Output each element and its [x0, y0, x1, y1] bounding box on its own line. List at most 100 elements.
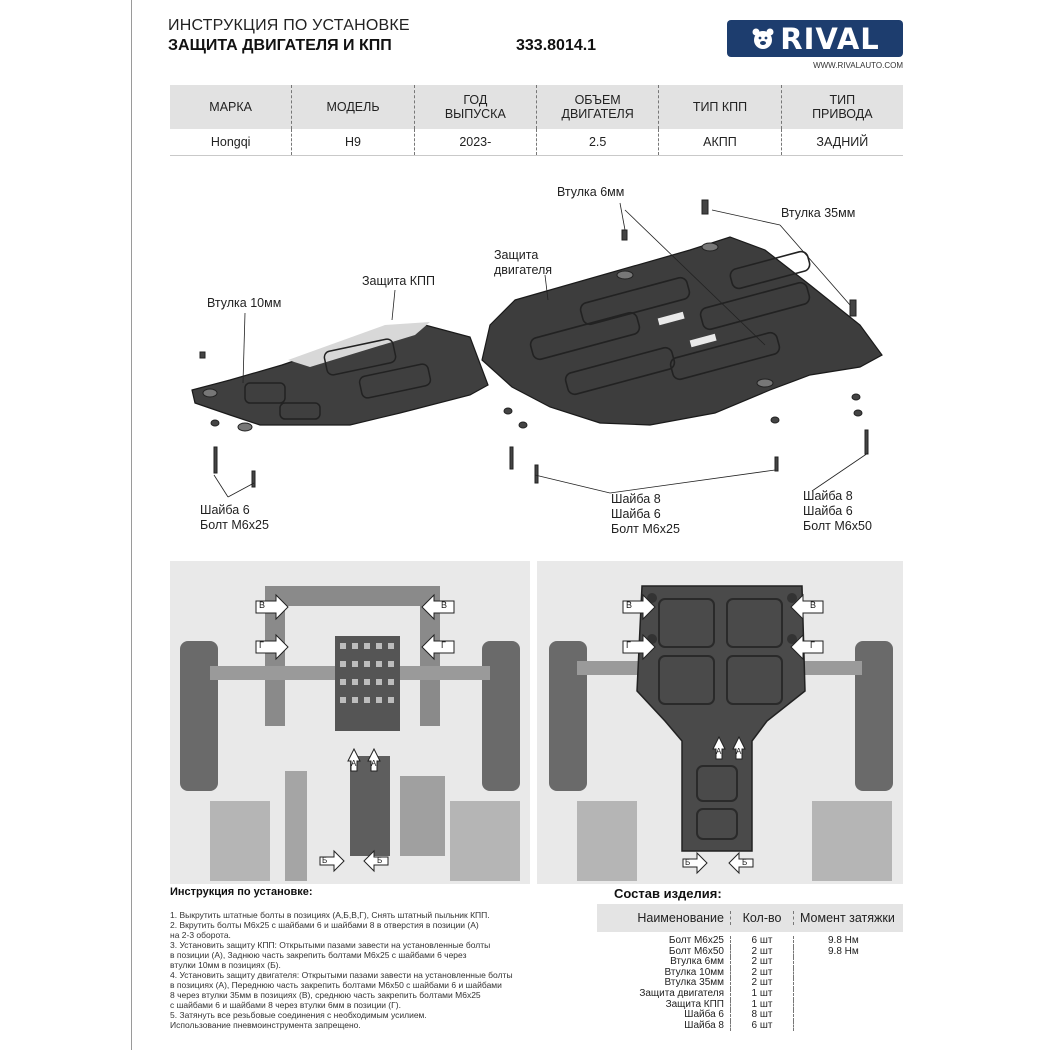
instruction-step: 5. Затянуть все резьбовые соединения с н… [170, 1010, 427, 1030]
spec-header-cell: ОБЪЕМ ДВИГАТЕЛЯ [537, 85, 660, 129]
website-link[interactable]: WWW.RIVALAUTO.COM [813, 61, 903, 70]
bom-row: Втулка 10мм 2 шт [597, 966, 903, 979]
bom-item-qty: 2 шт [730, 957, 794, 968]
label-gearbox-guard: Защита КПП [362, 274, 436, 288]
bom-item-qty: 1 шт [730, 999, 794, 1011]
bom-item-torque: 9.8 Нм [828, 945, 859, 957]
spec-header-cell: ГОД ВЫПУСКА [415, 85, 537, 129]
marker-b-left: Б [322, 856, 328, 865]
label-bushing-35mm: Втулка 35мм [781, 206, 856, 220]
marker-g-right: Г [810, 640, 815, 650]
label-washer-bolt-left: Шайба 6 Болт М6х25 [200, 503, 269, 532]
bom-row: Болт М6х50 2 шт 9.8 Нм [597, 945, 903, 958]
marker-g-right: Г [441, 640, 446, 650]
spec-header-row: МАРКА МОДЕЛЬ ГОД ВЫПУСКА ОБЪЕМ ДВИГАТЕЛЯ… [170, 85, 903, 129]
label-washer-bolt-center: Шайба 8 Шайба 6 Болт М6х25 [611, 492, 680, 536]
underbody-before-image [170, 561, 530, 884]
engine-guard-drawing [481, 236, 883, 426]
marker-b-left: Б [685, 858, 691, 867]
bom-row: Защита КПП 1 шт [597, 998, 903, 1011]
spec-value-cell: 2.5 [537, 129, 660, 155]
spec-header-cell: МОДЕЛЬ [292, 85, 415, 129]
page-left-rule [131, 0, 132, 1050]
vehicle-spec-table: МАРКА МОДЕЛЬ ГОД ВЫПУСКА ОБЪЕМ ДВИГАТЕЛЯ… [170, 85, 903, 156]
marker-v-left: В [626, 600, 633, 610]
exploded-diagram [191, 199, 883, 498]
spec-header-cell: МАРКА [170, 85, 293, 129]
bom-row: Втулка 6мм 2 шт [597, 957, 903, 968]
bom-item-name: Болт М6х50 [668, 945, 724, 957]
bom-item-torque: 9.8 Нм [828, 935, 859, 946]
bom-item-torque [794, 989, 903, 1000]
spec-value-cell: Hongqi [170, 129, 293, 155]
instruction-step: 1. Выкрутить штатные болты в позициях (А… [170, 910, 490, 920]
spec-value-cell: ЗАДНИЙ [816, 135, 869, 149]
hardware-parts [199, 199, 869, 488]
bom-item-torque [794, 957, 903, 968]
instructions-list: 1. Выкрутить штатные болты в позициях (А… [170, 910, 590, 1030]
bom-item-name: Втулка 35мм [664, 977, 724, 989]
marker-g-left: Г [626, 640, 631, 650]
bom-item-qty: 2 шт [730, 967, 794, 979]
instructions-title: Инструкция по установке: [170, 886, 313, 898]
product-title: ЗАЩИТА ДВИГАТЕЛЯ И КПП [168, 37, 392, 54]
bom-item-torque [794, 968, 903, 979]
photo-underbody-before: В В Г Г А А Б Б [170, 561, 530, 884]
leader-lines [213, 202, 869, 498]
instruction-step: 2. Вкрутить болты М6х25 с шайбами 6 и ша… [170, 920, 479, 940]
marker-a-right: А [371, 759, 377, 768]
bom-item-name: Шайба 8 [684, 1019, 724, 1031]
spec-header-cell: ТИП ПРИВОДА [812, 93, 873, 121]
bom-header-name: Наименование [637, 911, 724, 925]
bom-item-name: Втулка 10мм [664, 966, 724, 978]
markers-after [622, 593, 824, 875]
bom-row: Втулка 35мм 2 шт [597, 978, 903, 989]
markers-before [255, 593, 455, 873]
bom-item-qty: 6 шт [730, 935, 794, 947]
spec-value-cell: 2023- [415, 129, 537, 155]
bom-item-qty: 2 шт [730, 946, 794, 958]
bom-item-name: Защита КПП [665, 998, 724, 1010]
bom-row: Шайба 8 6 шт [597, 1019, 903, 1032]
marker-a-left: А [716, 747, 722, 756]
label-bushing-6mm: Втулка 6мм [557, 185, 625, 199]
bom-table: Наименование Кол-во Момент затяжки Болт … [597, 904, 903, 1032]
bom-item-name: Шайба 6 [684, 1009, 724, 1021]
marker-v-right: В [441, 600, 448, 610]
bom-item-name: Втулка 6мм [670, 956, 724, 968]
marker-b-right: Б [377, 856, 383, 865]
label-engine-guard: Защита двигателя [494, 248, 553, 277]
bom-item-qty: 2 шт [730, 978, 794, 989]
bom-header-torque: Момент затяжки [800, 911, 895, 925]
bom-header-row: Наименование Кол-во Момент затяжки [597, 904, 903, 932]
marker-v-left: В [259, 600, 266, 610]
instruction-step: 3. Установить защиту КПП: Открытыми паза… [170, 940, 491, 970]
marker-b-right: Б [742, 858, 748, 867]
brand-logo: RIVAL [727, 20, 903, 57]
spec-table-divider [170, 155, 903, 156]
label-washer-bolt-right: Шайба 8 Шайба 6 Болт М6х50 [803, 489, 872, 533]
marker-g-left: Г [259, 640, 264, 650]
label-bushing-10mm: Втулка 10мм [207, 296, 282, 310]
marker-v-right: В [810, 600, 817, 610]
bom-item-qty: 8 шт [730, 1010, 794, 1021]
document-title: ИНСТРУКЦИЯ ПО УСТАНОВКЕ [168, 17, 410, 34]
bom-header-qty: Кол-во [730, 911, 794, 925]
bom-item-qty: 1 шт [730, 988, 794, 1000]
bom-item-torque [794, 1000, 903, 1011]
brand-name: RIVAL [780, 21, 880, 56]
spec-value-cell: H9 [292, 129, 415, 155]
marker-a-right: А [736, 747, 742, 756]
bom-item-torque [794, 978, 903, 989]
marker-a-left: А [351, 759, 357, 768]
bear-icon [752, 28, 774, 49]
bom-item-torque [794, 1010, 903, 1021]
gearbox-guard-drawing [191, 322, 489, 432]
spec-value-cell: АКПП [659, 129, 782, 155]
bom-item-qty: 6 шт [730, 1020, 794, 1032]
bom-row: Шайба 6 8 шт [597, 1010, 903, 1021]
bom-item-torque [794, 1021, 903, 1032]
spec-header-cell: ТИП КПП [659, 85, 782, 129]
